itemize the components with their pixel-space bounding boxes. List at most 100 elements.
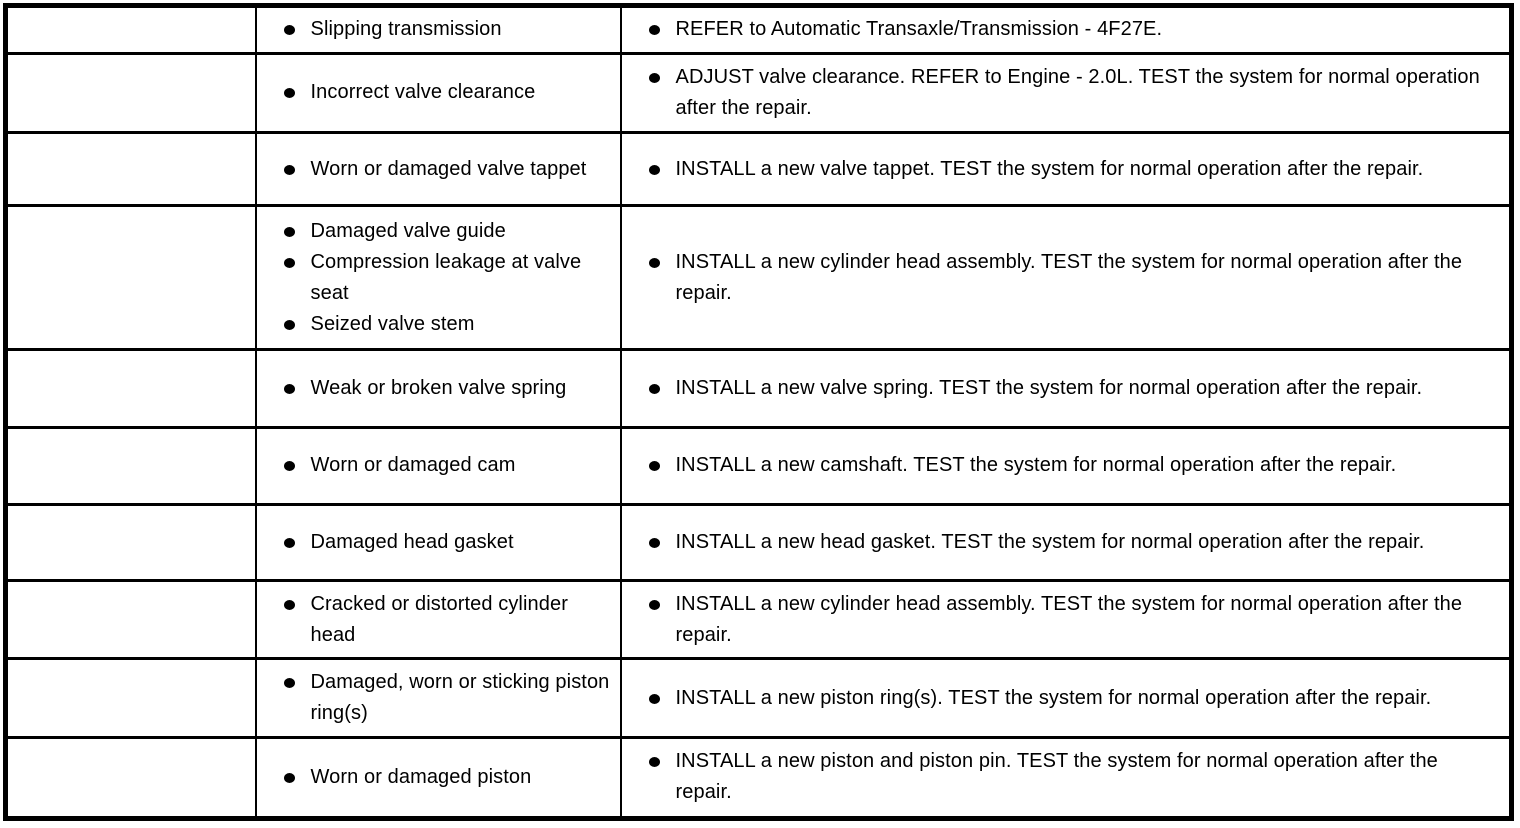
source-item: Incorrect valve clearance (283, 77, 612, 108)
bullet-icon (283, 599, 295, 610)
condition-cell (4, 348, 257, 429)
source-item-list: Slipping transmission (283, 14, 612, 45)
bullet-icon (648, 538, 660, 549)
action-item-list: REFER to Automatic Transaxle/Transmissio… (648, 14, 1494, 45)
source-item-list: Worn or damaged valve tappet (283, 154, 612, 185)
source-item-text: Incorrect valve clearance (310, 81, 536, 104)
action-cell: INSTALL a new piston and piston pin. TES… (619, 735, 1513, 821)
action-item-text: INSTALL a new valve spring. TEST the sys… (675, 377, 1423, 400)
action-item-list: INSTALL a new cylinder head assembly. TE… (648, 247, 1494, 309)
source-item: Damaged head gasket (283, 527, 612, 558)
action-cell: INSTALL a new camshaft. TEST the system … (619, 425, 1513, 506)
action-item: INSTALL a new head gasket. TEST the syst… (648, 527, 1494, 558)
condition-cell (4, 502, 257, 583)
bullet-icon (648, 257, 660, 268)
condition-cell (4, 735, 257, 821)
table-row: Cracked or distorted cylinder head INSTAL… (4, 579, 1513, 661)
condition-cell (4, 51, 257, 135)
source-item-list: Incorrect valve clearance (283, 77, 612, 108)
condition-cell (4, 657, 257, 739)
source-item-text: Worn or damaged valve tappet (310, 157, 587, 180)
source-item: Weak or broken valve spring (283, 373, 612, 404)
table-row: Damaged head gasket INSTALL a new head ga… (4, 502, 1513, 583)
action-cell: INSTALL a new piston ring(s). TEST the s… (619, 657, 1513, 739)
table-row: Slipping transmission REFER to Automatic … (4, 4, 1513, 55)
bullet-icon (648, 757, 660, 768)
action-cell: INSTALL a new cylinder head assembly. TE… (619, 579, 1513, 661)
condition-cell (4, 204, 257, 352)
bullet-icon (283, 25, 295, 36)
bullet-icon (283, 384, 295, 395)
bullet-icon (283, 538, 295, 549)
action-item: REFER to Automatic Transaxle/Transmissio… (648, 14, 1494, 45)
action-item-list: INSTALL a new piston and piston pin. TES… (648, 746, 1494, 808)
action-item-text: INSTALL a new valve tappet. TEST the sys… (675, 157, 1424, 180)
source-item-list: Damaged, worn or sticking piston ring(s) (283, 667, 612, 729)
source-item-text: Slipping transmission (310, 18, 502, 41)
source-item: Damaged valve guide (283, 216, 612, 247)
source-item-list: Worn or damaged cam (283, 450, 612, 481)
action-item: INSTALL a new cylinder head assembly. TE… (648, 247, 1494, 309)
table-row: Worn or damaged valve tappet INSTALL a ne… (4, 131, 1513, 208)
possible-source-cell: Incorrect valve clearance (254, 51, 622, 135)
source-item: Damaged, worn or sticking piston ring(s) (283, 667, 612, 729)
action-item: INSTALL a new camshaft. TEST the system … (648, 450, 1494, 481)
source-item-text: Cracked or distorted cylinder head (310, 592, 568, 646)
condition-cell (4, 4, 257, 55)
action-item: ADJUST valve clearance. REFER to Engine … (648, 62, 1494, 124)
source-item-list: Weak or broken valve spring (283, 373, 612, 404)
condition-cell (4, 425, 257, 506)
bullet-icon (283, 164, 295, 175)
source-item: Worn or damaged valve tappet (283, 154, 612, 185)
possible-source-cell: Weak or broken valve spring (254, 348, 622, 429)
bullet-icon (648, 461, 660, 472)
bullet-icon (283, 772, 295, 783)
source-item-list: Cracked or distorted cylinder head (283, 589, 612, 651)
bullet-icon (283, 257, 295, 268)
possible-source-cell: Damaged, worn or sticking piston ring(s) (254, 657, 622, 739)
action-item-text: ADJUST valve clearance. REFER to Engine … (675, 65, 1480, 119)
source-item: Seized valve stem (283, 309, 612, 340)
bullet-icon (648, 72, 660, 83)
source-item-list: Worn or damaged piston (283, 762, 612, 793)
possible-source-cell: Cracked or distorted cylinder head (254, 579, 622, 661)
action-item: INSTALL a new cylinder head assembly. TE… (648, 589, 1494, 651)
action-item-list: INSTALL a new camshaft. TEST the system … (648, 450, 1494, 481)
action-item: INSTALL a new valve spring. TEST the sys… (648, 373, 1494, 404)
action-item: INSTALL a new valve tappet. TEST the sys… (648, 154, 1494, 185)
condition-cell (4, 579, 257, 661)
source-item-text: Damaged valve guide (310, 219, 506, 242)
action-cell: ADJUST valve clearance. REFER to Engine … (619, 51, 1513, 135)
action-item-text: INSTALL a new cylinder head assembly. TE… (675, 592, 1463, 646)
action-item-text: INSTALL a new piston and piston pin. TES… (675, 750, 1438, 804)
source-item: Slipping transmission (283, 14, 612, 45)
source-item: Cracked or distorted cylinder head (283, 589, 612, 651)
action-item-list: INSTALL a new valve tappet. TEST the sys… (648, 154, 1494, 185)
source-item-text: Damaged, worn or sticking piston ring(s) (310, 671, 610, 725)
action-item-text: REFER to Automatic Transaxle/Transmissio… (675, 18, 1163, 41)
source-item-list: Damaged head gasket (283, 527, 612, 558)
action-item-text: INSTALL a new cylinder head assembly. TE… (675, 250, 1463, 304)
source-item: Worn or damaged piston (283, 762, 612, 793)
possible-source-cell: Slipping transmission (254, 4, 622, 55)
bullet-icon (283, 678, 295, 689)
action-cell: INSTALL a new valve tappet. TEST the sys… (619, 131, 1513, 208)
source-item-text: Worn or damaged cam (310, 454, 516, 477)
table-row: Damaged, worn or sticking piston ring(s)… (4, 657, 1513, 739)
possible-source-cell: Worn or damaged cam (254, 425, 622, 506)
source-item-text: Worn or damaged piston (310, 765, 532, 788)
bullet-icon (648, 25, 660, 36)
table-row: Worn or damaged cam INSTALL a new camshaf… (4, 425, 1513, 506)
action-item: INSTALL a new piston ring(s). TEST the s… (648, 683, 1494, 714)
table-row: Worn or damaged piston INSTALL a new pist… (4, 735, 1513, 821)
source-item: Worn or damaged cam (283, 450, 612, 481)
diagnostic-table-body: Slipping transmission REFER to Automatic … (4, 4, 1513, 821)
action-cell: INSTALL a new cylinder head assembly. TE… (619, 204, 1513, 352)
source-item: Compression leakage at valve seat (283, 247, 612, 309)
bullet-icon (283, 88, 295, 99)
table-row: Weak or broken valve spring INSTALL a new… (4, 348, 1513, 429)
possible-source-cell: Damaged head gasket (254, 502, 622, 583)
bullet-icon (283, 226, 295, 237)
action-item-list: ADJUST valve clearance. REFER to Engine … (648, 62, 1494, 124)
action-item-list: INSTALL a new piston ring(s). TEST the s… (648, 683, 1494, 714)
